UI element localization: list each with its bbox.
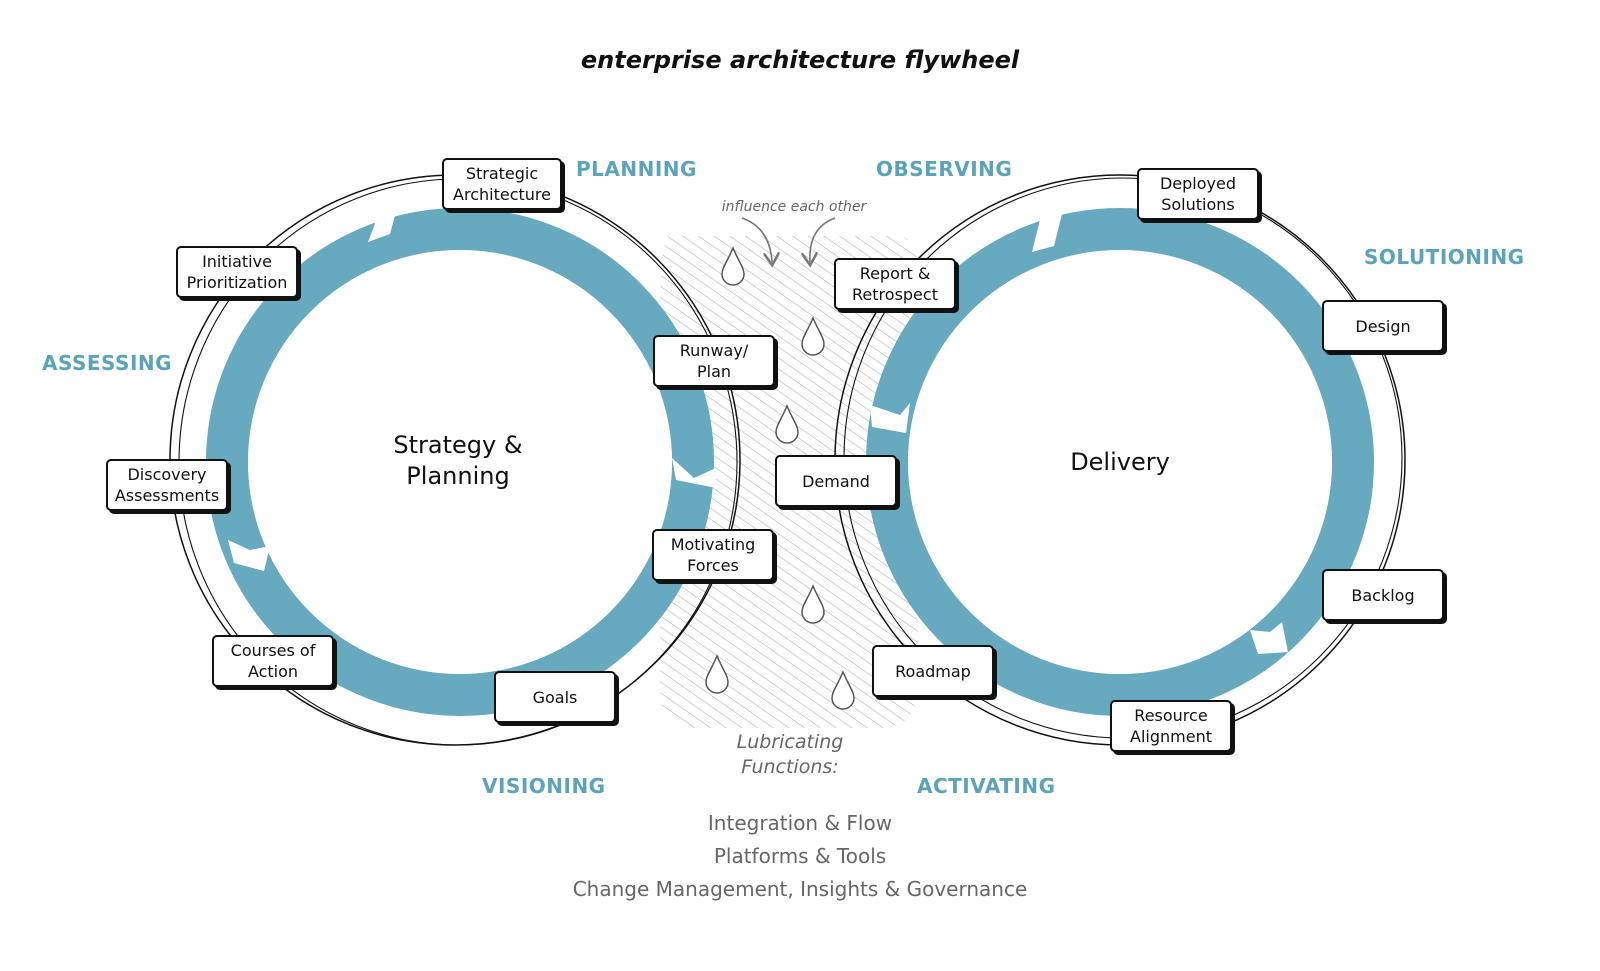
lubricating-functions-label: Lubricating Functions: xyxy=(736,731,844,778)
left-center-label: Strategy & Planning xyxy=(393,431,523,490)
node-backlog[interactable]: Backlog xyxy=(1322,569,1444,621)
phase-planning: PLANNING xyxy=(576,157,697,181)
node-initiative-prioritization[interactable]: Initiative Prioritization xyxy=(176,246,298,298)
node-runway-plan[interactable]: Runway/ Plan xyxy=(653,335,775,387)
node-demand[interactable]: Demand xyxy=(775,455,897,507)
node-design[interactable]: Design xyxy=(1322,300,1444,352)
phase-visioning: VISIONING xyxy=(482,774,606,798)
node-deployed-solutions[interactable]: Deployed Solutions xyxy=(1137,168,1259,220)
influence-note: influence each other xyxy=(721,199,867,215)
influence-arrow-left xyxy=(741,217,772,262)
oil-drops xyxy=(705,246,855,710)
node-courses-of-action[interactable]: Courses of Action xyxy=(212,635,334,687)
right-center-label: Delivery xyxy=(1070,448,1170,476)
phase-assessing: ASSESSING xyxy=(42,351,173,375)
diagram-title: enterprise architecture flywheel xyxy=(580,46,1020,74)
node-strategic-architecture[interactable]: Strategic Architecture xyxy=(442,158,562,210)
node-motivating-forces[interactable]: Motivating Forces xyxy=(652,529,774,581)
node-resource-alignment[interactable]: Resource Alignment xyxy=(1110,700,1232,752)
influence-arrow-right xyxy=(810,217,836,262)
node-report-retrospect[interactable]: Report & Retrospect xyxy=(834,258,956,310)
function-item: Integration & Flow xyxy=(707,811,893,835)
function-item: Platforms & Tools xyxy=(713,844,887,868)
phase-solutioning: SOLUTIONING xyxy=(1364,245,1525,269)
node-roadmap[interactable]: Roadmap xyxy=(872,645,994,697)
function-item: Change Management, Insights & Governance xyxy=(572,877,1028,901)
phase-activating: ACTIVATING xyxy=(917,774,1056,798)
node-discovery-assessments[interactable]: Discovery Assessments xyxy=(106,459,228,511)
node-goals[interactable]: Goals xyxy=(494,671,616,723)
phase-observing: OBSERVING xyxy=(876,157,1013,181)
